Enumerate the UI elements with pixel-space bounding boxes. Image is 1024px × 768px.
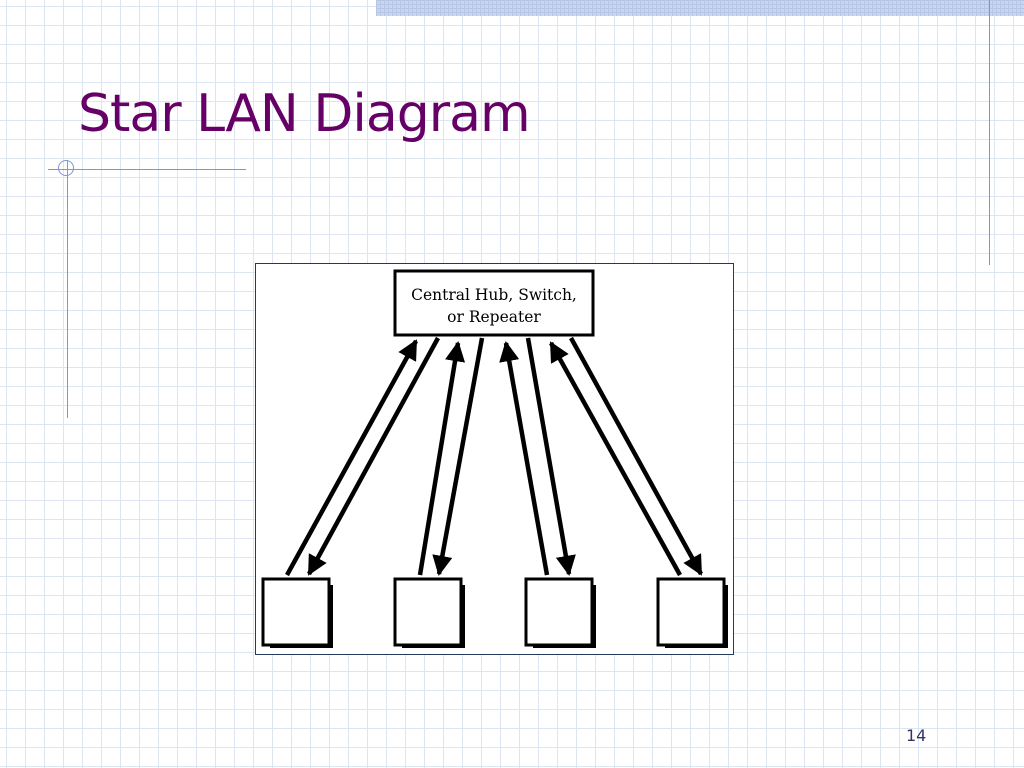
station-1 — [261, 577, 333, 648]
star-lan-diagram: Central Hub, Switch, or Repeater — [255, 263, 734, 655]
decor-right-line — [989, 0, 990, 265]
page-number: 14 — [906, 726, 927, 745]
hub-label-line2: or Repeater — [447, 308, 541, 326]
link-station-2 — [417, 337, 485, 576]
uplink-arrow — [499, 341, 550, 576]
decor-circle — [58, 160, 74, 176]
station-3 — [524, 577, 596, 648]
station-2 — [393, 577, 465, 648]
central-hub: Central Hub, Switch, or Repeater — [393, 269, 595, 337]
link-station-4 — [549, 336, 703, 577]
downlink-arrow — [569, 336, 703, 576]
header-band — [376, 0, 1024, 16]
link-station-1 — [285, 336, 440, 577]
decor-horizontal-line — [48, 169, 246, 170]
uplink-arrow — [417, 341, 466, 576]
downlink-arrow — [525, 337, 576, 576]
uplink-arrow — [285, 339, 418, 577]
slide-title: Star LAN Diagram — [78, 84, 531, 144]
downlink-arrow — [432, 337, 485, 576]
diagram-canvas: Central Hub, Switch, or Repeater — [261, 269, 728, 648]
decor-vertical-line — [67, 160, 68, 418]
station-4 — [656, 577, 728, 648]
downlink-arrow — [307, 336, 440, 576]
uplink-arrow — [549, 341, 682, 577]
hub-label-line1: Central Hub, Switch, — [411, 286, 577, 304]
link-station-3 — [499, 337, 576, 576]
